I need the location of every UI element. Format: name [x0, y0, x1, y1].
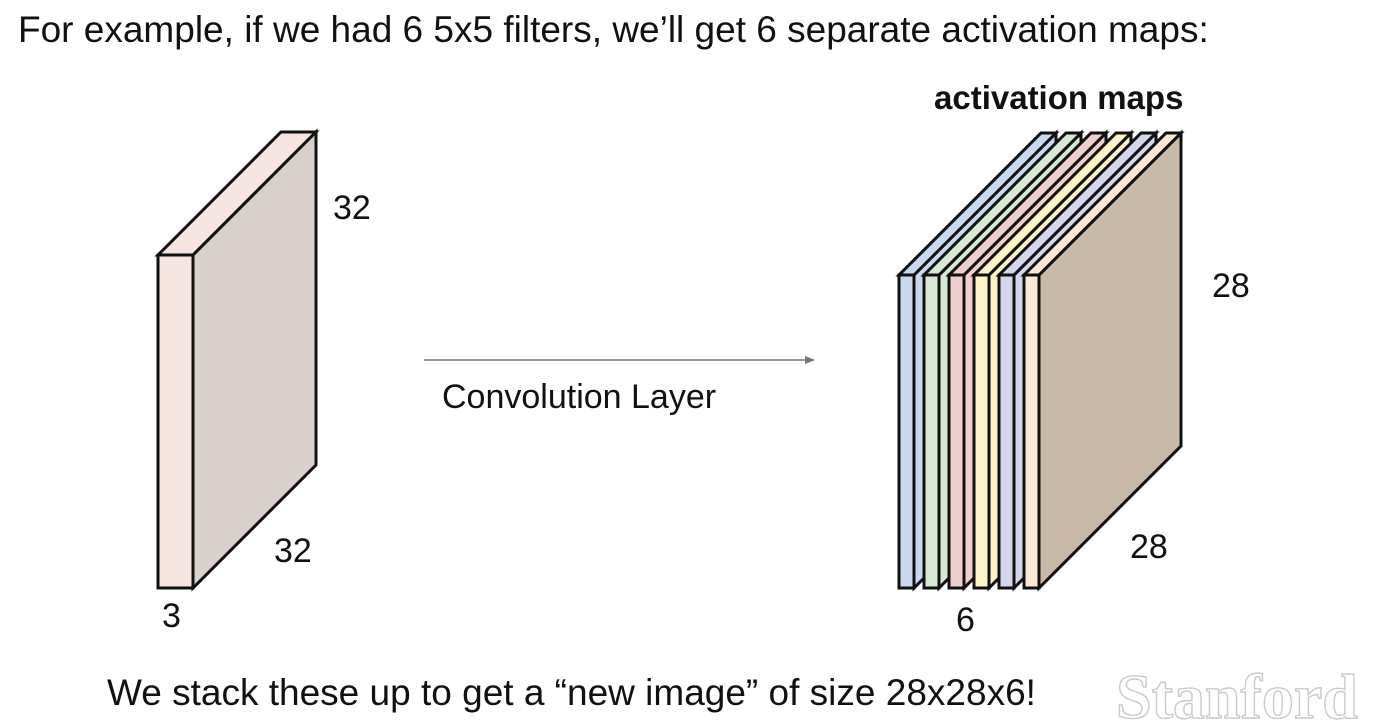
activation-map-3-front [947, 273, 966, 590]
activation-map-1-front [897, 273, 916, 590]
convolution-layer-label: Convolution Layer [442, 378, 716, 416]
slide-title: For example, if we had 6 5x5 filters, we… [18, 9, 1209, 50]
output-height-label: 28 [1212, 267, 1250, 305]
input-depth-label: 3 [162, 597, 181, 635]
activation-maps-stack [895, 129, 1185, 592]
activation-map-5-front [997, 273, 1016, 590]
activation-map-4-front [972, 273, 991, 590]
output-width-label: 28 [1130, 528, 1168, 566]
slide-footer-text: We stack these up to get a “new image” o… [107, 672, 1036, 713]
input-volume [154, 128, 320, 592]
input-height-label: 32 [333, 189, 371, 227]
output-depth-label: 6 [956, 601, 975, 639]
stanford-watermark: Stanford [1116, 661, 1358, 724]
input-width-label: 32 [274, 532, 312, 570]
input-volume-front-face [156, 253, 195, 590]
activation-map-6-front [1022, 273, 1041, 590]
activation-map-2-front [922, 273, 941, 590]
activation-maps-title: activation maps [934, 79, 1183, 116]
